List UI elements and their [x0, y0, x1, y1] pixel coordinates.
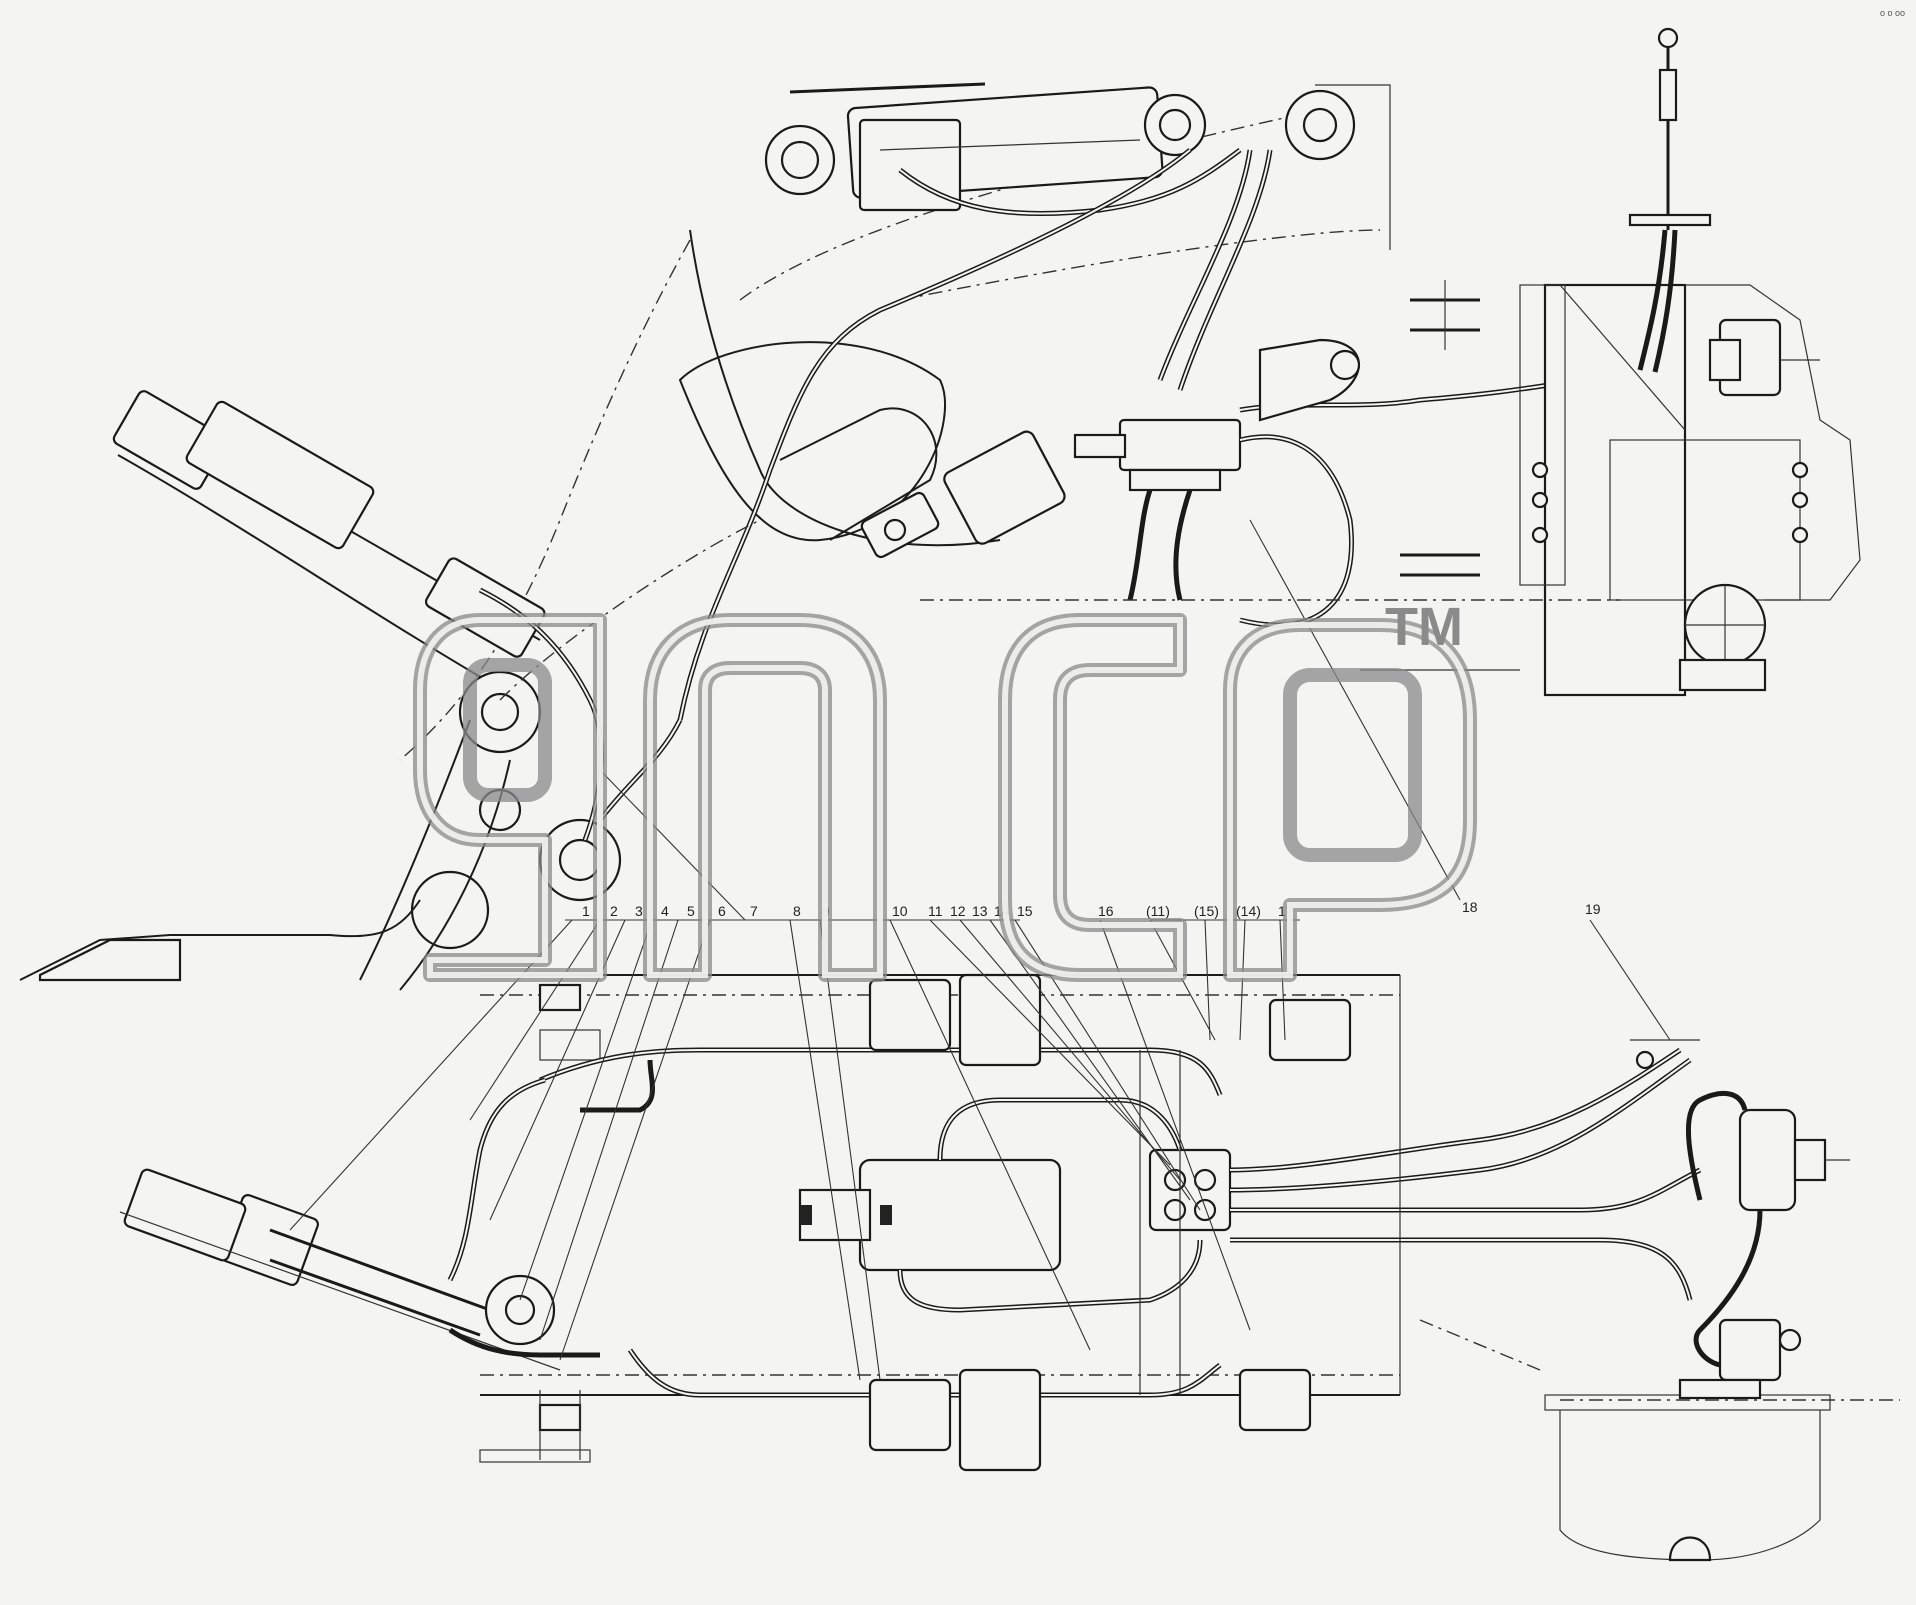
callout-10: 10 [892, 903, 908, 919]
callout-11: 11 [928, 903, 943, 919]
callout-3: 3 [635, 903, 643, 919]
upper-side-view [399, 27, 1861, 761]
watermark-letter-n [643, 613, 887, 982]
callout-8: 8 [793, 903, 801, 919]
callout-5: 5 [687, 903, 695, 919]
callout-4: 4 [661, 903, 669, 919]
corner-marks: o o oo [1880, 8, 1905, 18]
watermark-letter-g [413, 613, 607, 982]
watermark-letter-p [1223, 618, 1477, 982]
watermark-trademark: TM [1385, 597, 1463, 657]
callout-6: 6 [718, 903, 726, 919]
watermark-logo: TM [413, 597, 1477, 982]
callout-19: 19 [1585, 901, 1601, 917]
callout-12: 12 [950, 903, 966, 919]
callout-1: 1 [582, 903, 590, 919]
callout-15: 15 [1017, 903, 1033, 919]
lower-plan-view [119, 973, 1900, 1562]
callout-13: 13 [972, 903, 988, 919]
callout-18: 18 [1462, 899, 1478, 915]
callout-2: 2 [610, 903, 618, 919]
callout-7: 7 [750, 903, 758, 919]
callout-16: 16 [1098, 903, 1114, 919]
watermark-letter-c [998, 613, 1187, 982]
callout-14-paren: (14) [1236, 903, 1261, 919]
callout-15-paren: (15) [1194, 903, 1219, 919]
left-ripper-view [19, 390, 761, 991]
callout-11-paren: (11) [1146, 903, 1170, 919]
